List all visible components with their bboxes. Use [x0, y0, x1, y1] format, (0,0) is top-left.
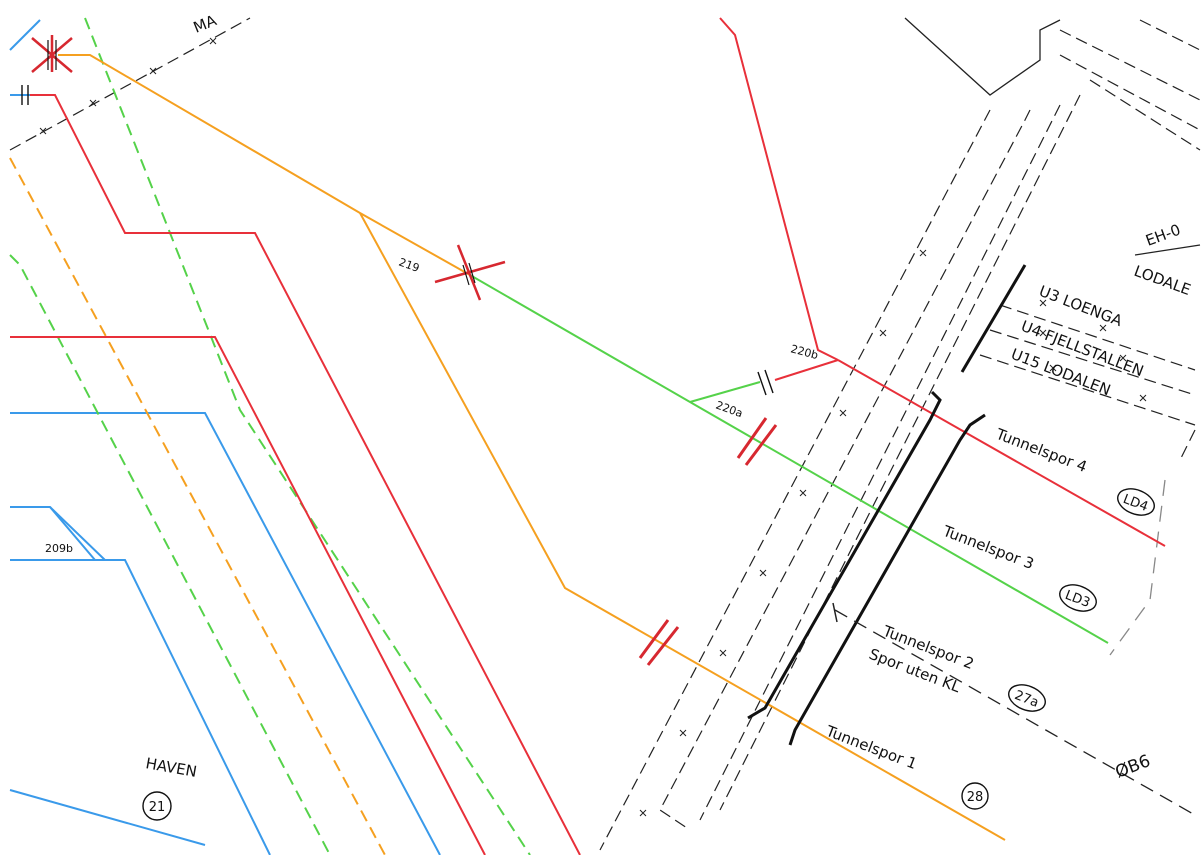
green-tracks [9, 17, 1109, 855]
tunnelspor-3-code-badge: LD3 [1059, 584, 1097, 612]
tunnelspor-1-code: 28 [967, 790, 984, 805]
tunnelspor-2-line [834, 609, 1196, 816]
boundary-top-right [904, 17, 1061, 96]
tunnelspor-1-code-badge: 28 [961, 782, 989, 810]
tunnelspor-2-code: 27a [1012, 688, 1040, 711]
portal-left [747, 390, 942, 720]
cut-markers [638, 417, 778, 666]
fence-diagonal-2 [659, 109, 1031, 831]
switch-label-209b: 209b [45, 542, 73, 555]
fence-diagonal-1 [599, 109, 991, 851]
eh-label-bottom: LODALE [1132, 262, 1194, 299]
fence-top-left [9, 17, 251, 151]
u3-label: U3 LOENGA [1037, 282, 1126, 330]
tunnelspor-4-label: Tunnelspor 4 [993, 425, 1090, 476]
red-branch-220b [774, 359, 839, 381]
green-branch-220a [689, 381, 761, 403]
tunnelspor-1-label: Tunnelspor 1 [823, 722, 920, 773]
tunnelspor-3-code: LD3 [1063, 588, 1092, 611]
green-dashed-2 [9, 254, 331, 855]
cut-marker-ld3 [736, 417, 778, 466]
blue-track-f [9, 789, 206, 846]
portal-right [788, 413, 986, 746]
tunnelspor-4-code: LD4 [1121, 492, 1150, 515]
red-track-left-2 [10, 336, 486, 855]
eh-underline [1134, 244, 1201, 256]
blue-track-e [49, 506, 271, 855]
obs-label: ØB6 [1113, 751, 1154, 783]
orange-dashed-1 [9, 157, 386, 855]
blue-track-c [10, 412, 441, 855]
eh-label-top: EH-0 [1143, 221, 1183, 250]
fence-u15 [979, 354, 1196, 426]
haven-number-badge: 21 [142, 791, 172, 821]
cross-marker-1 [31, 35, 73, 73]
switch-label-220b: 220b [789, 342, 819, 362]
tunnelspor-3-label: Tunnelspor 3 [940, 522, 1037, 573]
red-tracks [10, 17, 1166, 855]
orange-tracks [9, 54, 1006, 855]
switch-label-219: 219 [397, 256, 421, 275]
tunnelspor-4-line [837, 359, 1166, 547]
orange-branch-219 [359, 212, 1006, 841]
dashed-connector [1109, 479, 1166, 656]
haven-number: 21 [149, 800, 166, 815]
blue-track-a [9, 19, 41, 51]
tunnel-portal [747, 264, 1027, 746]
fence-tr-3 [1089, 79, 1201, 151]
tunnelspor-2-stub [832, 602, 838, 623]
insulation-marks [21, 85, 774, 396]
cross-marker-219 [434, 244, 506, 301]
cut-marker-ts1 [638, 619, 680, 666]
fence-x-marks [39, 37, 1147, 817]
removed-switch-markers [31, 35, 506, 301]
blue-track-d [10, 506, 108, 561]
cross-ticks [47, 40, 476, 286]
fence-tr-4 [1139, 19, 1201, 51]
fence-tr-1 [1059, 29, 1201, 101]
top-fragment-label: MA [191, 11, 220, 37]
tunnelspor-4-code-badge: LD4 [1117, 488, 1155, 516]
fence-right-v [1179, 429, 1196, 461]
fence-u3 [999, 304, 1196, 371]
haven-label: HAVEN [144, 754, 198, 781]
red-track-top [719, 17, 839, 361]
fence-tr-2 [1059, 54, 1201, 131]
fence-diagonal-4 [719, 94, 1081, 811]
green-dashed-1 [84, 17, 531, 855]
blue-tracks [9, 19, 441, 855]
portal-headwall [960, 264, 1027, 373]
red-track-left-1 [30, 94, 581, 855]
switch-label-220a: 220a [714, 399, 745, 421]
tunnelspor-1-line [58, 54, 471, 276]
